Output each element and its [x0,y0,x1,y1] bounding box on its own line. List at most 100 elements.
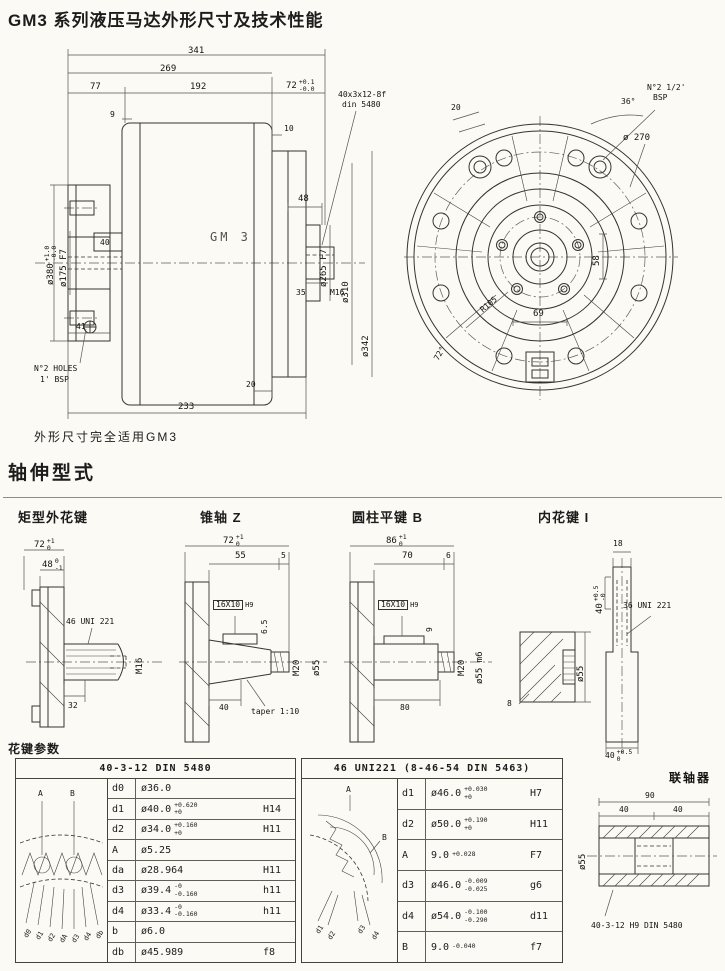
bsp-note-line1: N°2 1/2' [647,83,686,92]
row-value: ø6.0 [141,926,166,938]
row-value: 9.0-0.040 [431,941,476,953]
dim-9: 9 [110,110,115,119]
spline-spec-note-line2: din 5480 [342,100,381,109]
spline-standard-label: 46 UNI 221 [66,617,115,626]
dim-bore-40: 40 [100,238,110,247]
coupling-title: 联轴器 [669,771,712,785]
coupling-view: 联轴器 90 40 40 ø55 40-3-12 H9 DIN 5480 [575,770,723,970]
row-label: d2 [108,819,136,840]
dim-dia55-key: ø55 m6 [475,651,485,684]
side-view: 341 269 77 192 72+0.1-0.0 40x3x12-8f din… [10,35,395,435]
sketch-label-b: B [382,833,387,842]
front-view-drawing [404,109,678,400]
dim-40-left: 40 [619,805,629,814]
taper-ratio-label: taper 1:10 [251,707,300,716]
side-view-drawing [35,49,373,419]
dim-dia380: ø380+1.0-0.0 [43,245,59,285]
table-row: b ø6.0 [108,922,295,943]
row-label: A [108,840,136,860]
dim-dia265: ø265 F7 [319,249,329,287]
row-fit: H11 [263,824,282,836]
dim-341: 341 [188,46,205,56]
shaft-internal-title: 内花键 I [538,510,590,525]
row-value: ø5.25 [141,844,172,856]
row-label: d4 [398,901,426,932]
dim-dia310: ø310 [341,281,351,303]
row-label: d3 [108,881,136,901]
shaft-key-title: 圆柱平键 B [352,510,424,525]
shaft-spline-title: 矩型外花键 [18,510,89,525]
spline-profile-sketch [19,801,104,930]
shaft-spline-drawing [23,549,162,728]
model-label: GM 3 [210,230,251,244]
row-value: ø28.964 [141,864,184,876]
dim-77: 77 [90,82,101,92]
dim-8: 8 [507,699,512,708]
dim-69: 69 [533,309,544,319]
row-fit [261,779,295,798]
shaft-taper-drawing [179,545,327,743]
row-fit: f8 [263,946,276,958]
row-value: ø40.0+0.620+0 [141,800,198,817]
row-label: B [398,932,426,963]
row-value: ø46.0-0.009-0.025 [431,877,488,893]
table-din5480: 40-3-12 DIN 5480 A B d0 d1 d2 dA [15,758,296,963]
dim-80: 80 [400,703,410,712]
row-fit: H14 [263,803,282,815]
row-label: d0 [108,779,136,799]
holes-note-line2: 1' BSP [40,375,69,384]
row-label: b [108,922,136,942]
dim-192: 192 [190,82,207,92]
row-fit: h11 [263,905,282,917]
dim-m20-taper: M20 [292,659,302,676]
page-title: GM3 系列液压马达外形尺寸及技术性能 [8,11,324,30]
dim-41: 41 [76,322,86,331]
dim-70: 70 [402,551,413,561]
dim-dia55-coupling: ø55 [578,853,588,870]
row-label: d4 [108,901,136,922]
row-value: ø54.0-0.100-0.290 [431,908,488,924]
row-label: db [108,942,136,962]
dim-20-front: 20 [451,103,461,112]
row-fit: H7 [530,788,543,800]
dim-48: 48 [298,194,309,204]
dim-dia55-taper: ø55 [312,659,322,676]
table-uni221-title: 46 UNI221 (8-46-54 DIN 5463) [302,759,562,779]
row-value: ø45.989 [141,946,184,958]
table-row: d1 ø40.0+0.620+0 H14 [108,799,295,820]
dim-40-taper: 40 [219,703,229,712]
dim-dia175: ø175 F7 [59,249,69,287]
dim-m16-spline: M16 [135,657,145,674]
row-label: A [398,840,426,871]
dim-55: 55 [235,551,246,561]
spline-spec-note-line1: 40x3x12-8f [338,90,387,99]
sketch-label-a: A [346,785,351,794]
table-uni221-sketch: A B d1 d2 d3 d4 [302,779,398,962]
table-din5480-sketch: A B d0 d1 d2 dA d3 d4 db [16,779,108,962]
dim-20: 20 [246,380,256,389]
coupling-drawing [587,798,717,917]
dim-m16: M16 [330,288,345,297]
dim-72: 72+0.1-0.0 [286,78,315,94]
dim-angle-36: 36° [621,97,636,106]
row-fit: g6 [530,880,543,892]
row-label: d1 [108,799,136,819]
row-label: d1 [398,779,426,809]
dim-58: 58 [592,255,602,266]
